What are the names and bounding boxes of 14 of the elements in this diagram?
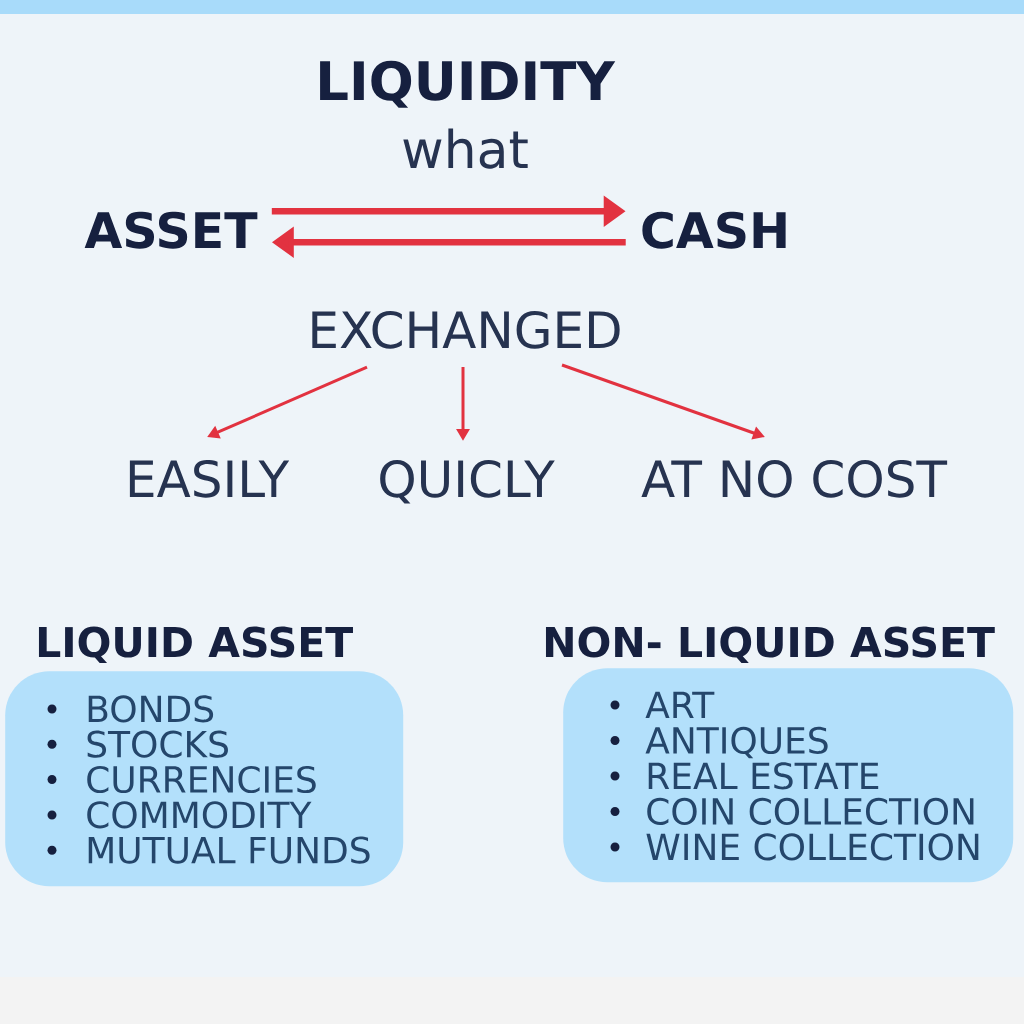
box-heading: NON- LIQUID ASSET (545, 626, 995, 663)
list-item: BONDS (88, 695, 214, 723)
list-item: STOCKS (87, 730, 228, 758)
list-item: MUTUAL FUNDS (88, 836, 370, 864)
title: LIQUIDITY (320, 60, 616, 108)
box-heading: LIQUID ASSET (38, 626, 353, 663)
list-item: WINE COLLECTION (646, 833, 979, 861)
label-text: what (403, 128, 528, 169)
list-item: COIN COLLECTION (647, 797, 974, 825)
list-item: REAL ESTATE (648, 762, 879, 790)
list-item: ANTIQUES (645, 726, 828, 759)
list-item: COMMODITY (87, 801, 312, 829)
list-item: CURRENCIES (87, 765, 316, 794)
list-item: ART (645, 691, 715, 718)
